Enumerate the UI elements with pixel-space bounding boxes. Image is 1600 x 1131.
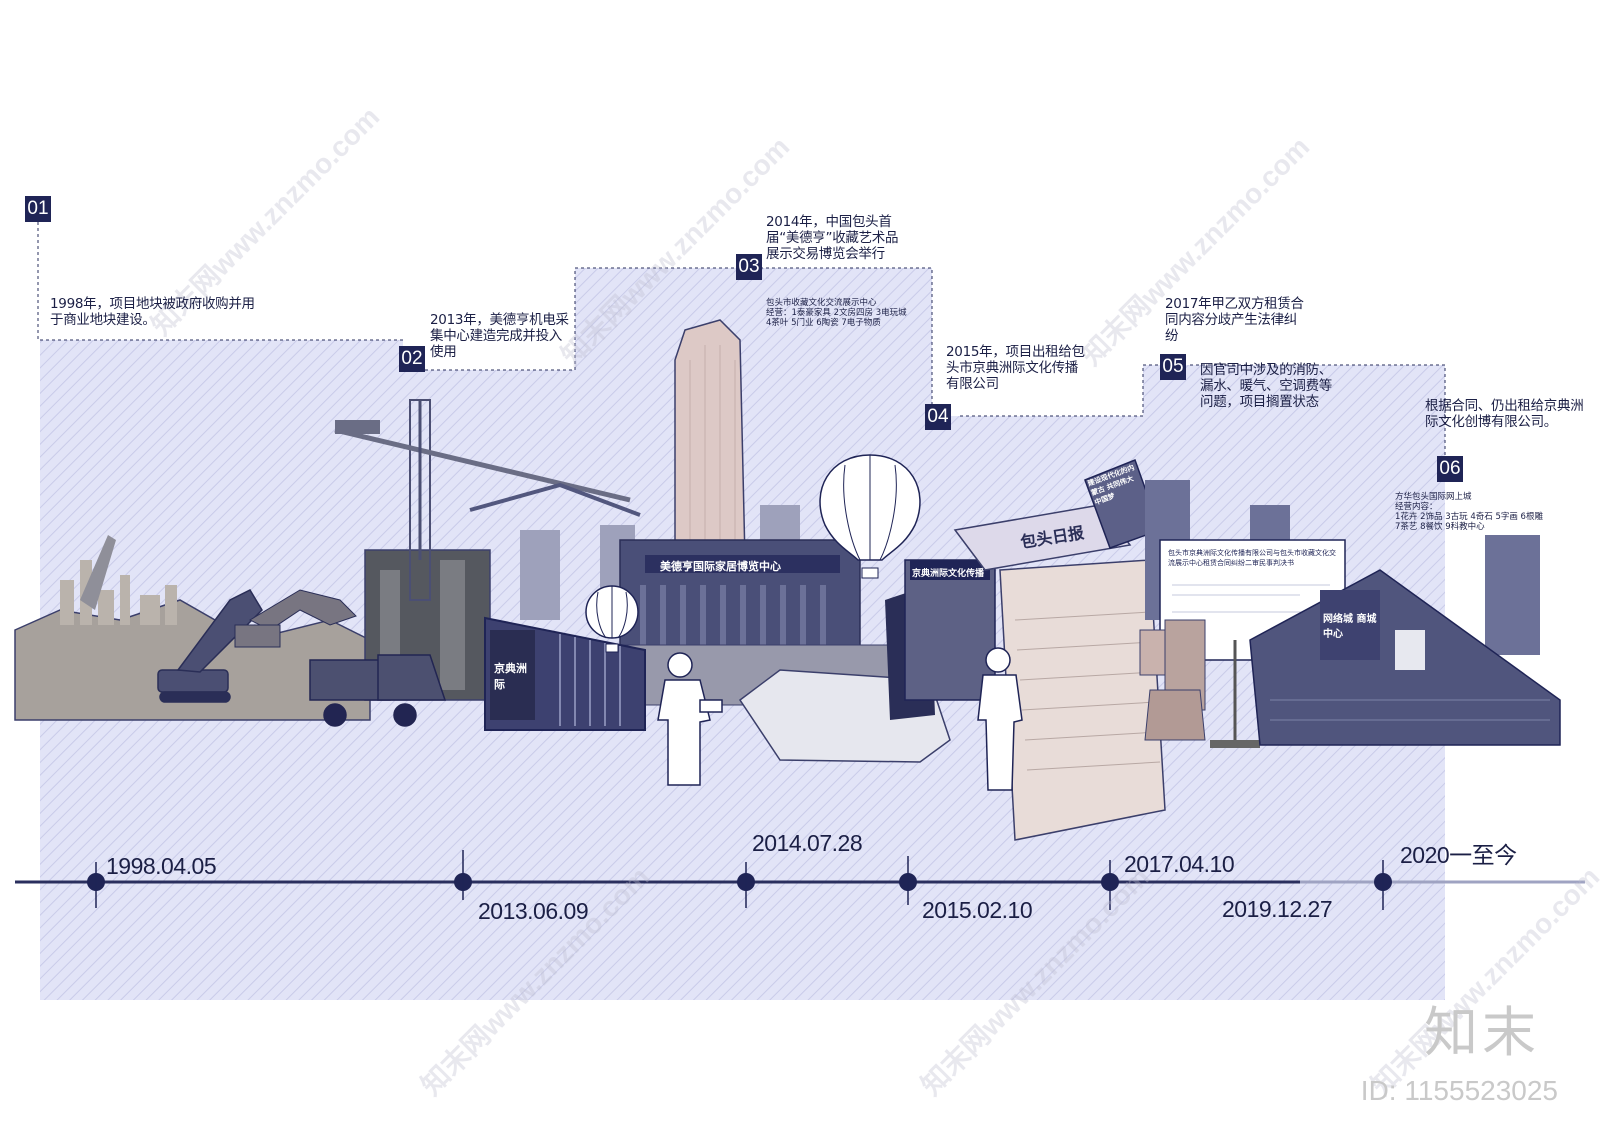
mall-sign: 美德亨国际家居博览中心	[660, 560, 781, 573]
milestone-detail-03c: 4茶叶 5门业 6陶瓷 7电子物质	[766, 318, 881, 328]
milestone-text-06: 根据合同、仍出租给京典洲际文化创博有限公司。	[1425, 398, 1584, 430]
date-label-2014: 2014.07.28	[752, 830, 863, 856]
date-label-2020: 2020一至今	[1400, 842, 1517, 868]
date-label-2019: 2019.12.27	[1222, 896, 1333, 922]
date-label-2015: 2015.02.10	[922, 897, 1033, 923]
milestone-detail-06b: 经营内容：	[1395, 502, 1438, 512]
distant-city	[60, 560, 177, 625]
milestone-text-02: 2013年，美德亨机电采集中心建造完成并投入使用	[430, 312, 569, 360]
date-label-2017: 2017.04.10	[1124, 851, 1235, 877]
person-figure	[657, 652, 723, 786]
exhibition-stand	[738, 559, 996, 763]
milestone-marker-04: 04	[925, 404, 951, 430]
balloon-large	[819, 454, 921, 579]
steel-truss	[469, 482, 641, 517]
image-id: ID: 1155523025	[1360, 1075, 1558, 1106]
milestone-text-05b: 因官司中涉及的消防、漏水、暖气、空调费等问题，项目搁置状态	[1200, 362, 1332, 410]
milestone-detail-03a: 包头市收藏文化交流展示中心	[766, 298, 877, 308]
milestone-marker-02: 02	[399, 346, 425, 372]
skyscraper	[674, 319, 746, 561]
milestone-marker-05: 05	[1160, 354, 1186, 380]
milestone-marker-01: 01	[25, 196, 51, 222]
milestone-text-05: 2017年甲乙双方租赁合同内容分歧产生法律纠纷	[1165, 296, 1304, 344]
excavator-2	[234, 589, 357, 648]
person-figure-2	[977, 647, 1023, 791]
excavator	[157, 589, 263, 703]
milestone-detail-03b: 经营：1泰豪家具 2文房四房 3电玩城	[766, 308, 907, 318]
gavel-and-books	[1139, 619, 1260, 748]
newspapers	[953, 459, 1166, 841]
date-label-1998: 1998.04.05	[106, 853, 217, 879]
brand-logo: 知末	[1424, 1001, 1540, 1064]
milestone-marker-03: 03	[736, 254, 762, 280]
gate-sign: 京典洲际	[494, 662, 527, 691]
milestone-detail-06d: 7茶艺 8餐饮 9科教中心	[1395, 522, 1485, 532]
milestone-text-03: 2014年，中国包头首届“美德亨”收藏艺术品展示交易博览会举行	[766, 214, 899, 262]
culture-sign: 京典洲际文化传播	[912, 569, 985, 579]
dashed-connectors	[37, 222, 1462, 461]
milestone-text-01: 1998年，项目地块被政府收购并用于商业地块建设。	[50, 296, 255, 328]
date-label-2013: 2013.06.09	[478, 898, 589, 924]
timeline	[15, 850, 1585, 910]
milestone-text-04: 2015年，项目出租给包头市京典洲际文化传播有限公司	[946, 344, 1085, 392]
dig-crane	[80, 535, 116, 610]
milestone-marker-06: 06	[1437, 456, 1463, 482]
right-mall	[1249, 569, 1561, 746]
milestone-detail-06c: 1花卉 2饰品 3古玩 4奇石 5字画 6根雕	[1395, 512, 1543, 522]
right-mall-sign: 网络城 商城中心	[1323, 614, 1377, 640]
court-document-title: 包头市京典洲际文化传播有限公司与包头市收藏文化交流展示中心租赁合同纠纷二审民事判…	[1168, 549, 1336, 567]
balloon-small	[585, 585, 639, 653]
market-gate	[484, 616, 646, 731]
milestone-detail-06a: 方华包头国际网上城	[1395, 492, 1472, 502]
truck	[309, 654, 447, 727]
